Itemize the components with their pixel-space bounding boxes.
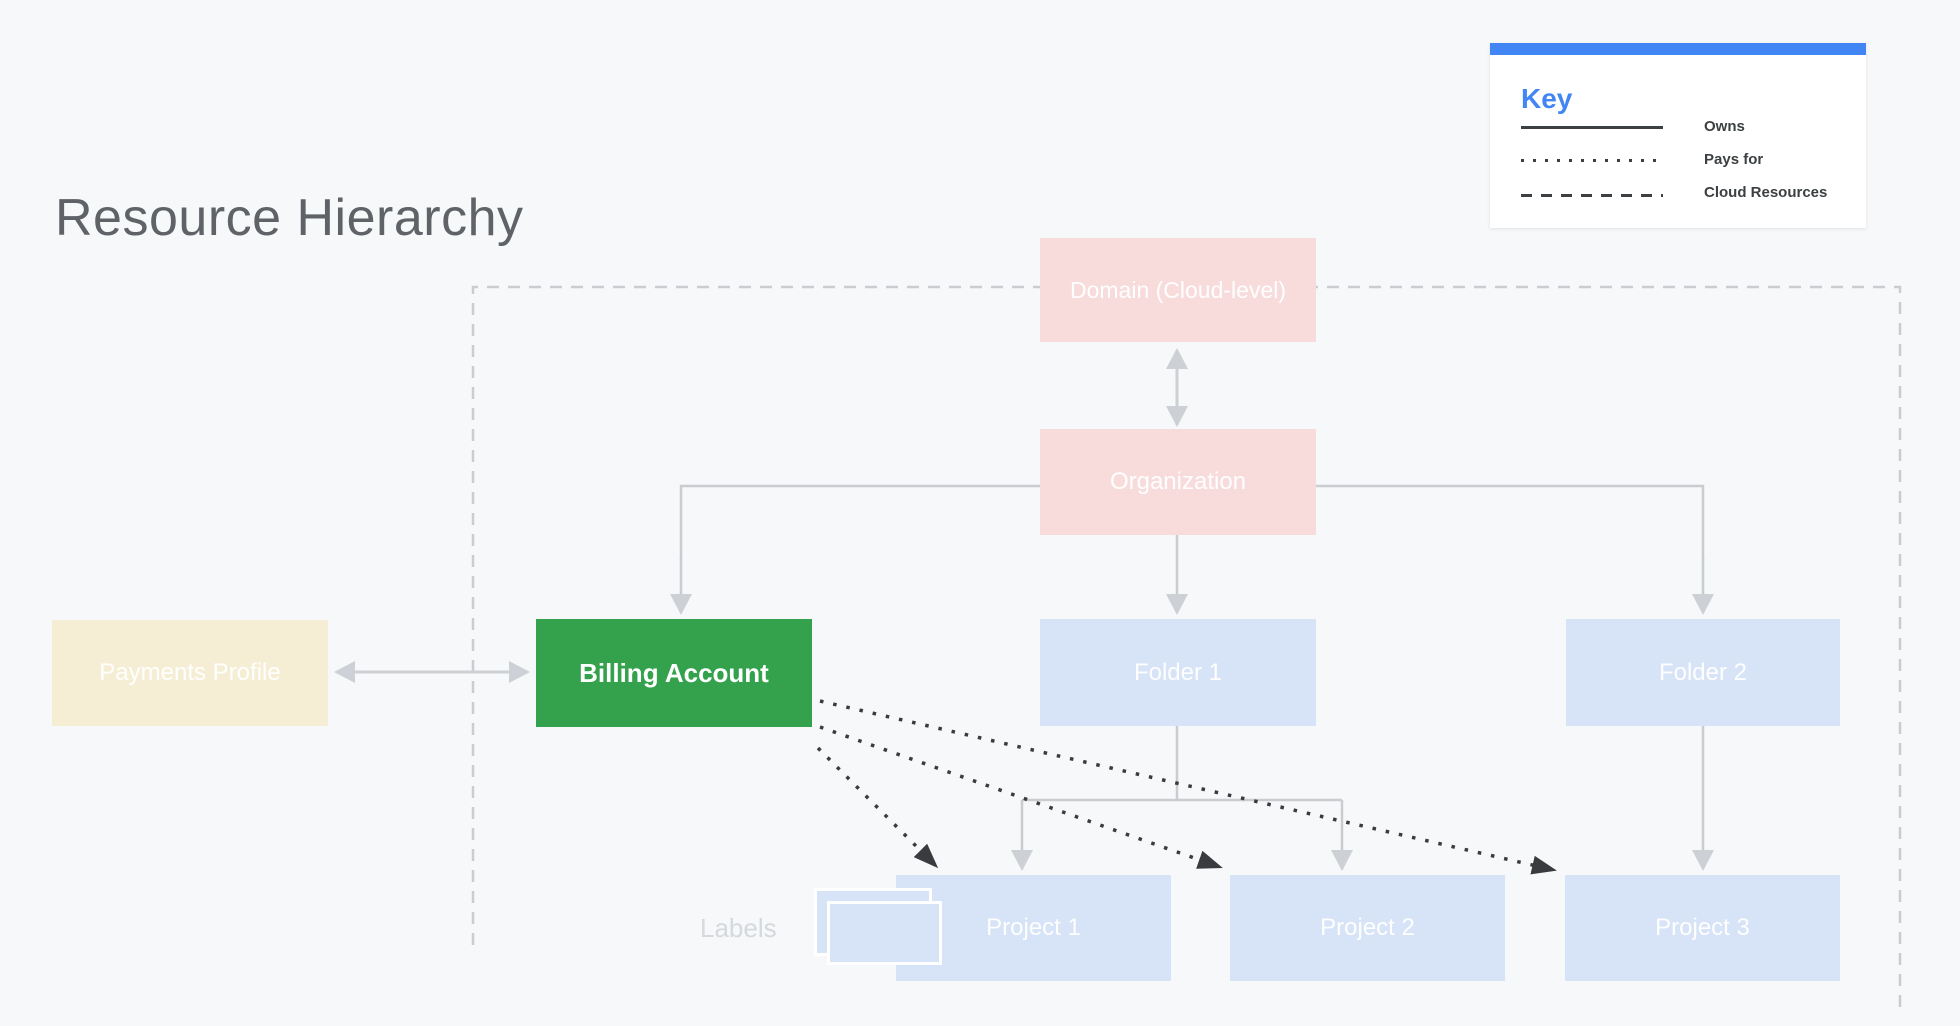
- node-organization: Organization: [1040, 429, 1316, 535]
- node-project-1-label: Project 1: [986, 914, 1081, 941]
- node-payments-profile: Payments Profile: [52, 620, 328, 726]
- page-title: Resource Hierarchy: [55, 189, 524, 247]
- owns-line-org-to-billing: [679, 484, 1040, 560]
- node-billing-account-label: Billing Account: [579, 657, 769, 688]
- legend-pays-for-label: Pays for: [1704, 151, 1764, 168]
- node-folder-1: Folder 1: [1040, 619, 1316, 726]
- node-organization-label: Organization: [1109, 468, 1247, 495]
- legend-dotted-line-sample: [1521, 159, 1663, 162]
- legend-dashed-line-sample: [1521, 194, 1663, 197]
- node-project-3: Project 3: [1565, 875, 1840, 981]
- node-folder-2: Folder 2: [1566, 619, 1840, 726]
- owns-line-org-to-folder2: [1316, 484, 1705, 560]
- node-folder-2-label: Folder 2: [1658, 658, 1748, 686]
- labels-cards-icon: [827, 901, 942, 965]
- pays-for-arrow-billing-to-project3: [819, 699, 1557, 875]
- pays-for-arrow-billing-to-project2: [819, 725, 1223, 869]
- legend-box: Key Owns Pays for Cloud Resources: [1490, 43, 1866, 228]
- node-domain-label: Domain (Cloud-level): [1069, 276, 1287, 303]
- node-billing-account: Billing Account: [536, 619, 812, 727]
- pays-for-arrow-billing-to-project1: [816, 746, 939, 869]
- legend-title: Key: [1521, 83, 1573, 114]
- node-project-2-label: Project 2: [1320, 914, 1415, 941]
- node-project-2: Project 2: [1230, 875, 1505, 981]
- node-domain: Domain (Cloud-level): [1040, 238, 1316, 342]
- node-folder-1-label: Folder 1: [1133, 658, 1223, 686]
- legend-cloud-resources-label: Cloud Resources: [1704, 184, 1828, 201]
- node-project-3-label: Project 3: [1655, 914, 1750, 941]
- legend-accent-bar: [1490, 43, 1866, 55]
- owns-line-folder1-split: [1022, 726, 1342, 802]
- legend-solid-line-sample: [1521, 126, 1663, 129]
- legend-owns-label: Owns: [1704, 118, 1745, 135]
- labels-caption: Labels: [700, 913, 777, 943]
- node-payments-profile-label: Payments Profile: [99, 659, 281, 686]
